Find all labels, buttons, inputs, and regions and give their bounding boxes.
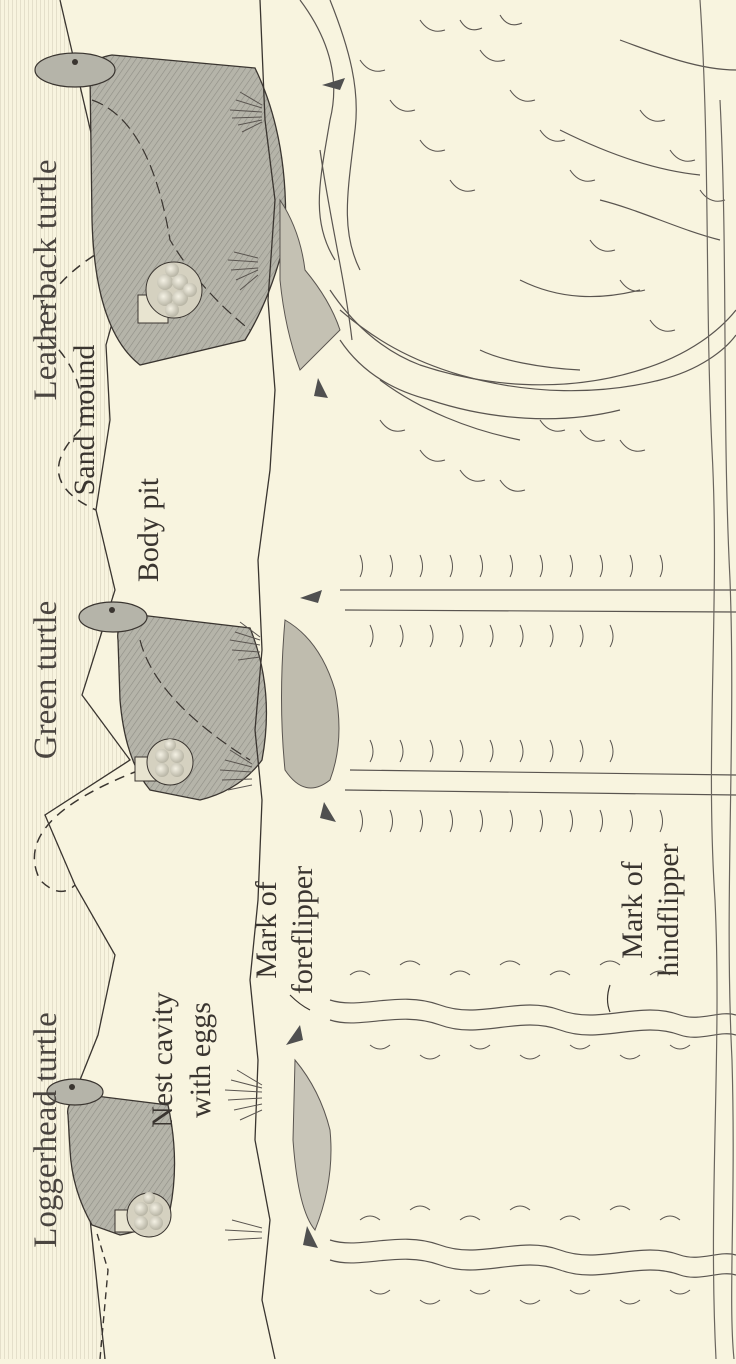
label-nest-line1: Nest cavity (146, 992, 179, 1128)
arrow-icon (300, 590, 322, 603)
label-sand-mound: Sand mound (68, 345, 101, 496)
arrow-icon (320, 802, 336, 822)
leatherback-body-drag-mark (280, 200, 340, 370)
green-body-drag-mark (282, 620, 340, 788)
leatherback-flipper-marks (360, 15, 725, 491)
label-leatherback: Leatherback turtle (28, 160, 64, 401)
label-body-pit: Body pit (132, 477, 165, 582)
label-loggerhead: Loggerhead turtle (28, 1012, 64, 1247)
label-nest-line2: with eggs (184, 1002, 217, 1118)
arrow-icon (314, 378, 328, 398)
label-fore-line2: foreflipper (286, 866, 319, 994)
shoreline (700, 0, 734, 1359)
label-hind-line1: Mark of (616, 861, 649, 958)
label-hind-line2: hindflipper (652, 843, 685, 976)
arrow-icon (286, 1025, 303, 1045)
loggerhead-body-drag-mark (293, 1060, 331, 1230)
loggerhead-flipper-marks (350, 961, 690, 1304)
label-fore-line1: Mark of (250, 881, 283, 978)
label-green: Green turtle (28, 601, 64, 760)
green-track (340, 590, 736, 795)
loggerhead-track (330, 999, 736, 1277)
